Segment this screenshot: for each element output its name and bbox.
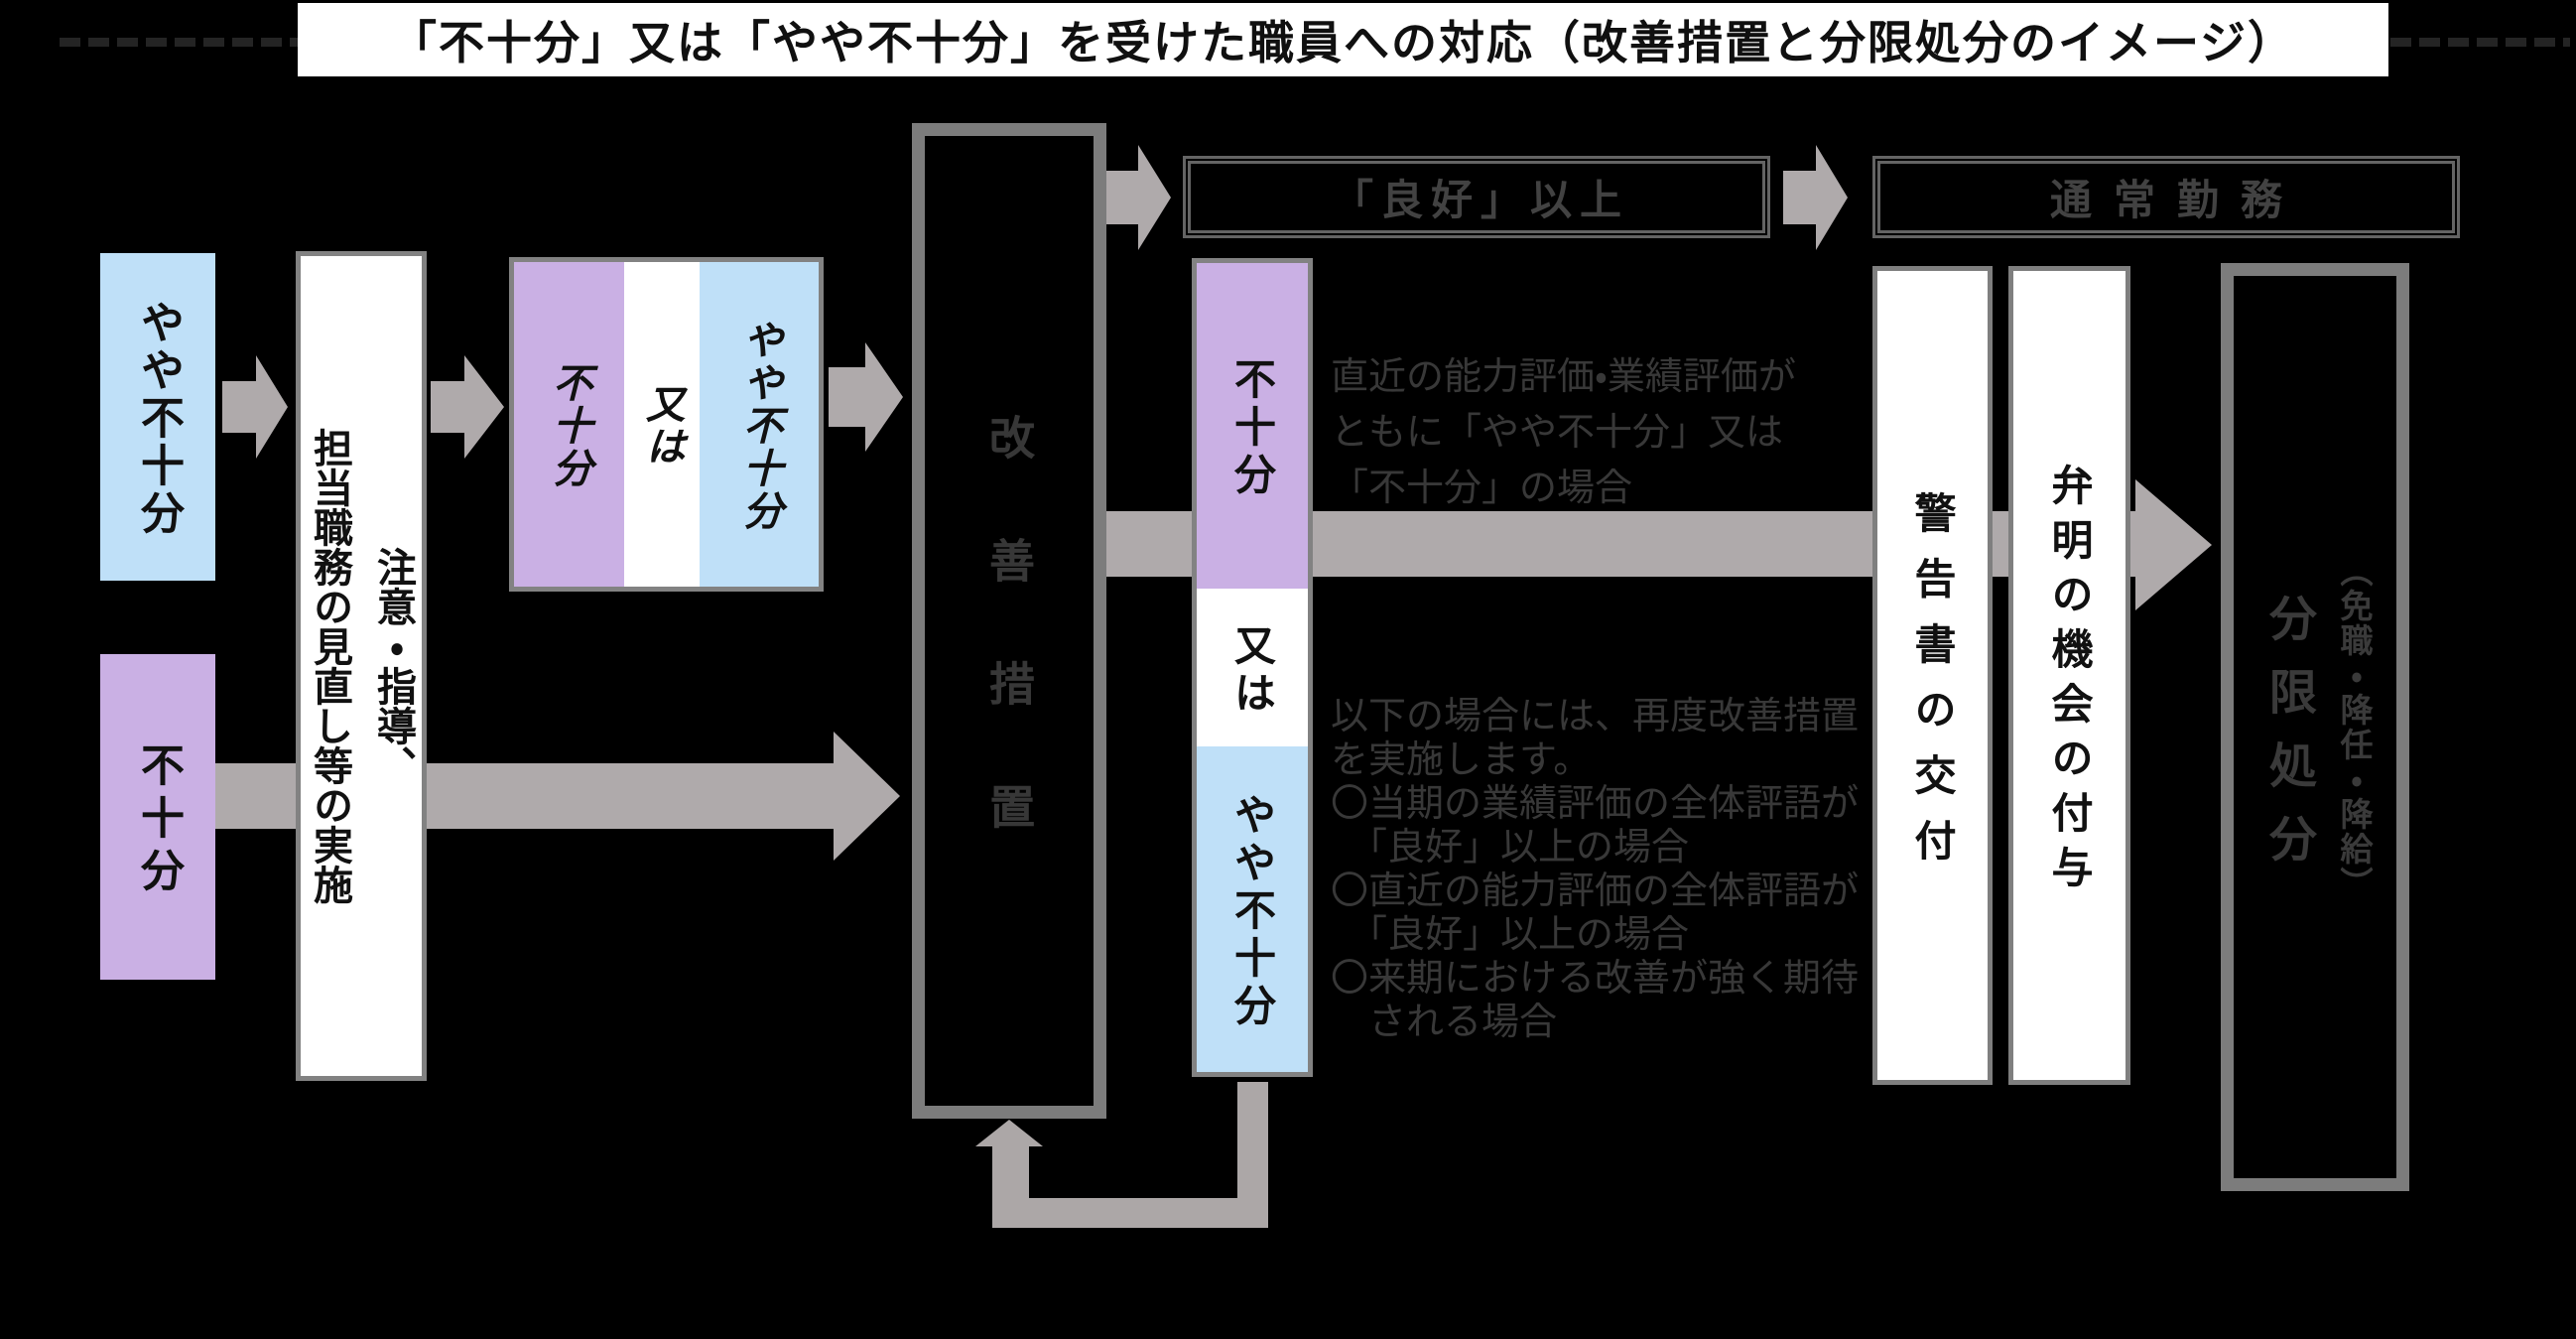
good-or-above-label: 「良好」以上 (1331, 177, 1629, 223)
arrow-yaya-to-guidance (222, 355, 288, 459)
arrow-loop-repeat-improvement (975, 1082, 1268, 1228)
segment-label: やや不十分 (1228, 793, 1276, 1031)
page-title: 「不十分」又は「やや不十分」を受けた職員への対応（改善措置と分限処分のイメージ） (390, 17, 2296, 68)
guidance-measures-box: 注意・指導、 担当職務の見直し等の実施 (296, 251, 427, 1081)
repeat-improvement-note: 以下の場合には、再度改善措置 を実施します。 〇当期の業績評価の全体評語が 「良… (1331, 696, 1860, 1043)
arrow-combined-to-improvement (829, 342, 903, 452)
title-banner: 「不十分」又は「やや不十分」を受けた職員への対応（改善措置と分限処分のイメージ） (298, 3, 2388, 76)
good-or-above-box: 「良好」以上 (1183, 156, 1770, 238)
rating-label: 不十分 (134, 742, 183, 900)
rating-label: やや不十分 (134, 300, 183, 538)
reeval-insufficient-segment: 不十分 (1197, 263, 1308, 589)
segment-label: 不十分 (1228, 356, 1276, 500)
cell-label: 不十分 (547, 361, 591, 490)
rating-box-somewhat-insufficient: やや不十分 (100, 253, 215, 581)
arrow-good-to-normal (1783, 145, 1848, 250)
explanation-opportunity-label: 弁明の機会の付与 (2046, 464, 2093, 900)
reeval-somewhat-insufficient-segment: やや不十分 (1197, 746, 1308, 1072)
normal-duty-box: 通常勤務 (1872, 156, 2460, 238)
segment-label: 又は (1228, 622, 1276, 719)
combined-rating-box: 不十分 又は やや不十分 (509, 257, 824, 592)
warning-letter-label: 警告書の交付 (1909, 490, 1956, 884)
normal-duty-label: 通常勤務 (2049, 177, 2304, 223)
disciplinary-action-box: 分限処分 （免職・降任・降給） (2221, 263, 2409, 1191)
cell-label: やや不十分 (737, 319, 782, 533)
improvement-measures-box: 改善措置 (912, 123, 1106, 1119)
arrow-improvement-to-good (1106, 145, 1171, 250)
explanation-opportunity-box: 弁明の機会の付与 (2008, 266, 2130, 1085)
warning-condition-note: 直近の能力評価・業績評価が ともに「やや不十分」又は 「不十分」の場合 (1331, 356, 1796, 509)
guidance-line-1: 注意・指導、 (371, 547, 415, 785)
combined-insufficient-cell: 不十分 (514, 262, 624, 587)
reeval-or-segment: 又は (1197, 588, 1308, 747)
cell-label: 又は (639, 383, 684, 469)
combined-or-cell: 又は (623, 262, 701, 587)
guidance-line-2: 担当職務の見直し等の実施 (308, 428, 351, 904)
disciplinary-action-label: 分限処分 (2261, 593, 2314, 887)
disciplinary-detail-label: （免職・降任・降給） (2336, 553, 2373, 901)
warning-letter-box: 警告書の交付 (1872, 266, 1993, 1085)
arrow-guidance-to-combined (431, 355, 504, 459)
rating-box-insufficient: 不十分 (100, 654, 215, 980)
improvement-label: 改善措置 (983, 413, 1035, 906)
reevaluation-result-bar: 不十分 又は やや不十分 (1192, 258, 1313, 1077)
combined-somewhat-insufficient-cell: やや不十分 (700, 262, 819, 587)
